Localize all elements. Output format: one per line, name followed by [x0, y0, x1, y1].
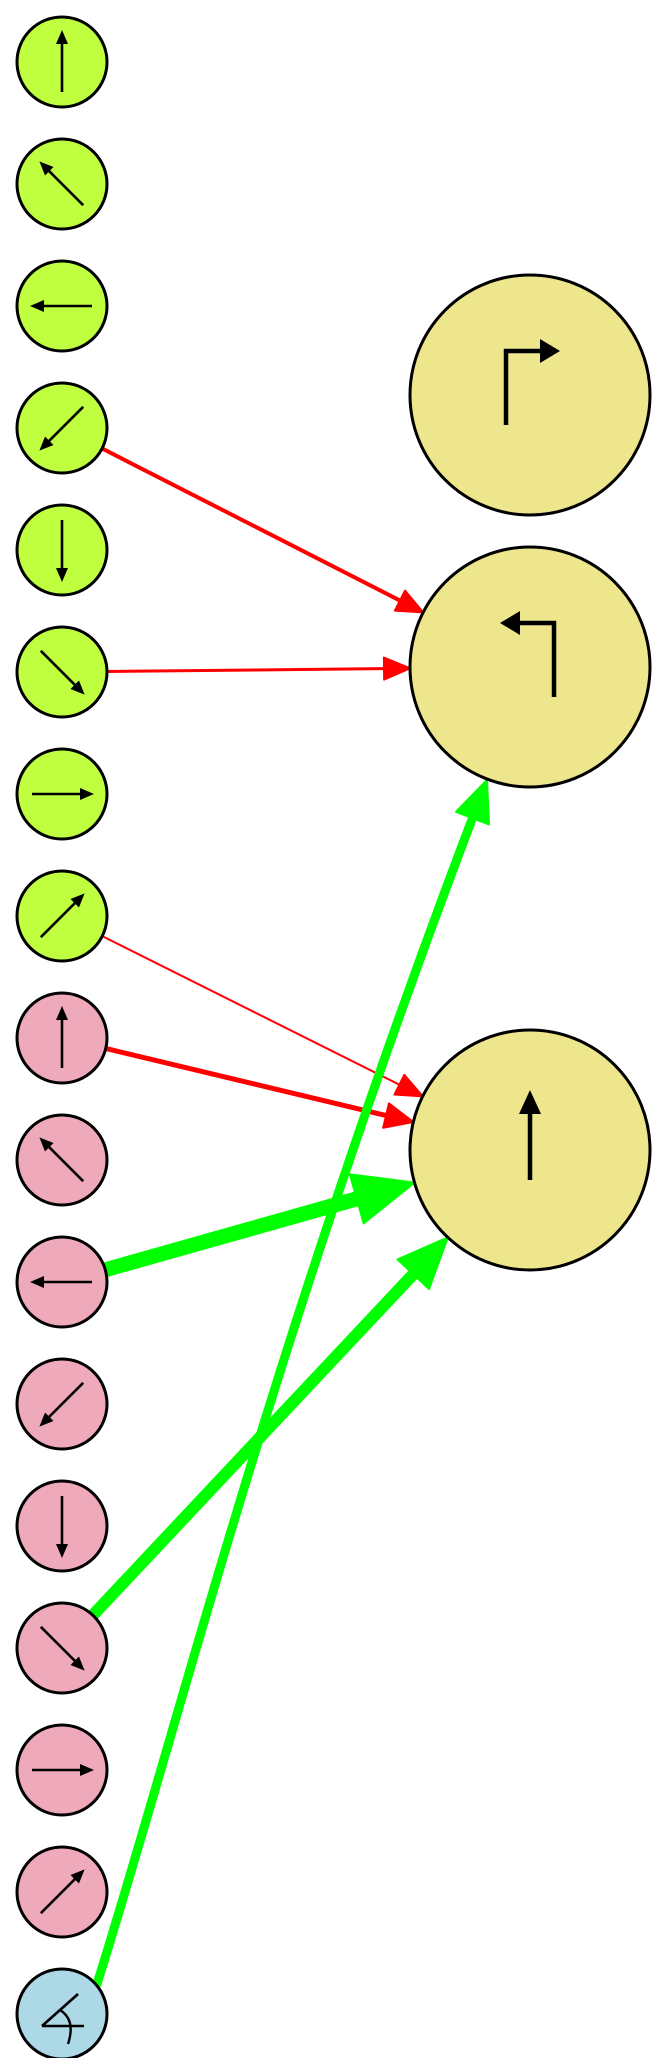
- edge-excite-10-to-2: [103, 1173, 416, 1278]
- input-node-green-4: [15, 503, 109, 597]
- edges-layer: [88, 446, 491, 1989]
- arrow-down-icon: [56, 1496, 68, 1558]
- input-node-green-1: [15, 137, 109, 231]
- arrow-right-icon: [32, 788, 94, 800]
- arrow-right-icon: [32, 1764, 94, 1776]
- input-node-blue-16: [15, 1967, 109, 2058]
- angle-icon: [41, 1993, 84, 2045]
- arrow-up-left-icon: [39, 1137, 85, 1183]
- input-node-pink-8: [15, 991, 109, 1085]
- turn-left-icon: [500, 611, 557, 697]
- arrow-up-right-icon: [39, 1869, 85, 1915]
- edge-inhibit-5-to-1: [106, 656, 412, 681]
- input-node-green-7: [15, 869, 109, 963]
- input-node-green-0: [15, 15, 109, 109]
- edge-excite-16-to-1: [92, 779, 491, 1989]
- edge-inhibit-7-to-2: [101, 935, 424, 1098]
- edge-excite-13-to-2: [88, 1236, 449, 1620]
- input-node-pink-15: [15, 1845, 109, 1939]
- arrow-up-icon: [56, 30, 68, 92]
- nodes-layer: [15, 15, 652, 2058]
- output-node-2: [408, 1028, 652, 1272]
- arrow-down-icon: [56, 520, 68, 582]
- arrow-left-icon: [30, 1276, 92, 1288]
- edge-inhibit-3-to-1: [101, 446, 425, 614]
- edge-inhibit-8-to-2: [105, 1046, 415, 1129]
- arrow-up-icon: [56, 1006, 68, 1068]
- arrow-left-icon: [30, 300, 92, 312]
- input-node-green-3: [15, 381, 109, 475]
- input-node-pink-13: [15, 1601, 109, 1695]
- arrow-up-left-icon: [39, 161, 85, 207]
- input-node-pink-11: [15, 1357, 109, 1451]
- output-node-1: [408, 545, 652, 789]
- input-node-pink-12: [15, 1479, 109, 1573]
- input-node-green-6: [15, 747, 109, 841]
- input-node-green-5: [15, 625, 109, 719]
- straight-ahead-icon: [519, 1090, 541, 1180]
- output-node-0: [408, 273, 652, 517]
- arrow-down-left-icon: [39, 1381, 85, 1427]
- arrow-down-right-icon: [39, 1625, 85, 1671]
- input-node-pink-14: [15, 1723, 109, 1817]
- input-node-pink-9: [15, 1113, 109, 1207]
- arrow-down-right-icon: [39, 649, 85, 695]
- arrow-up-right-icon: [39, 893, 85, 939]
- input-node-green-2: [15, 259, 109, 353]
- turn-right-icon: [503, 339, 560, 425]
- arrow-down-left-icon: [39, 405, 85, 451]
- input-node-pink-10: [15, 1235, 109, 1329]
